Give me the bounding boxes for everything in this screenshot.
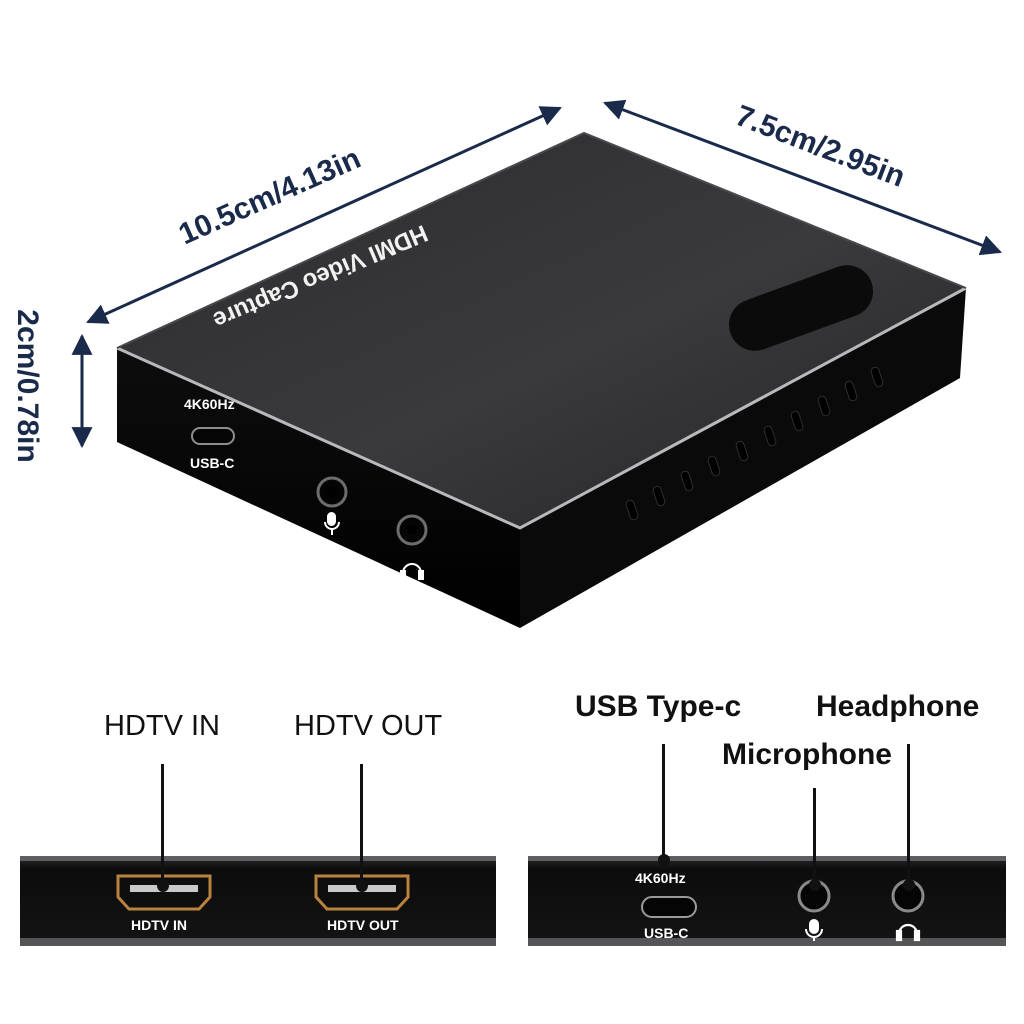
panel-hdtv-in-label: HDTV IN <box>131 917 187 933</box>
leader-dot-headphone <box>903 879 915 891</box>
callout-hdtv-out: HDTV OUT <box>294 710 443 742</box>
panel-microphone-icon <box>805 919 823 941</box>
panel-resolution-label: 4K60Hz <box>635 870 686 886</box>
leader-microphone <box>813 788 816 884</box>
leader-hdtv-out <box>360 764 363 886</box>
front-resolution-label: 4K60Hz <box>184 396 235 412</box>
headphone-icon <box>400 563 424 580</box>
front-usb-label: USB-C <box>190 455 235 471</box>
leader-hdtv-in <box>161 764 164 886</box>
callout-microphone: Microphone <box>722 738 892 771</box>
panel-headphone-icon <box>895 923 921 942</box>
vent-slots <box>625 366 884 521</box>
leader-dot-microphone <box>809 879 821 891</box>
panel-usb-label: USB-C <box>644 925 689 941</box>
callout-hdtv-in: HDTV IN <box>104 710 220 742</box>
panel-usb-c-port <box>641 896 697 918</box>
usb-c-port <box>191 427 235 445</box>
right-port-panel <box>528 856 1006 946</box>
device-top-face <box>117 133 966 528</box>
width-arrow <box>603 99 1002 256</box>
microphone-icon <box>324 512 340 535</box>
left-port-panel <box>20 856 496 946</box>
leader-dot-hdtv-in <box>157 880 169 892</box>
height-dimension-label: 2cm/0.78in <box>11 309 44 463</box>
leader-headphone <box>907 744 910 884</box>
leader-dot-hdtv-out <box>356 880 368 892</box>
callout-usb-type-c: USB Type-c <box>575 690 742 723</box>
panel-hdtv-out-label: HDTV OUT <box>327 917 399 933</box>
leader-dot-usb-type-c <box>658 854 670 866</box>
callout-headphone: Headphone <box>816 690 980 723</box>
length-arrow <box>86 106 562 324</box>
leader-usb-type-c <box>662 744 665 862</box>
led-window <box>728 265 874 351</box>
